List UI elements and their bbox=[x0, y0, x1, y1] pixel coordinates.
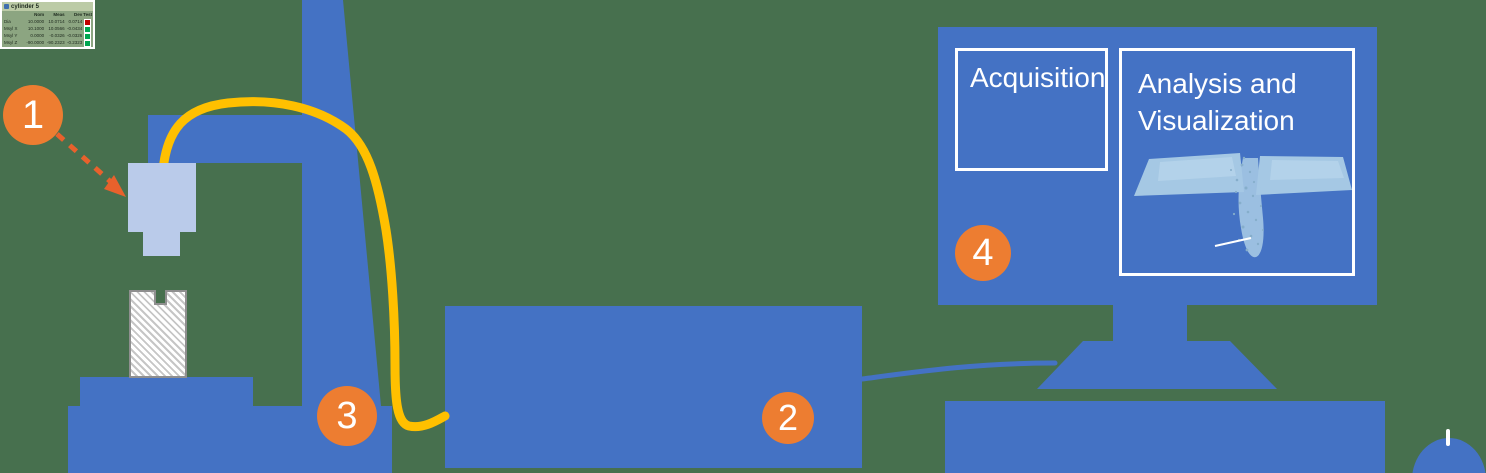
column-test: Test bbox=[83, 11, 93, 17]
pointer-arrow-head bbox=[104, 175, 126, 197]
measurement-row: Dia 10.0000 10.0714 0.0714 bbox=[2, 19, 93, 26]
surface-visualization bbox=[1134, 153, 1352, 258]
controller-box bbox=[445, 306, 862, 468]
badge-1-sensor: 1 bbox=[3, 85, 63, 145]
desk-block bbox=[945, 401, 1385, 473]
mouse-body bbox=[1412, 438, 1486, 473]
specimen-block bbox=[129, 290, 187, 378]
badge-3-stand: 3 bbox=[317, 386, 377, 446]
measurement-row: Msyl Z -90.0000 -90.2323 -0.2323 bbox=[2, 40, 93, 47]
data-cable bbox=[859, 360, 1058, 382]
sensor-body bbox=[128, 163, 196, 232]
acquisition-panel: Acquisition bbox=[955, 48, 1108, 171]
status-pass-indicator bbox=[84, 33, 92, 40]
measurement-row: Msyl X 10.1000 10.0566 -0.0434 bbox=[2, 26, 93, 33]
status-fail-indicator bbox=[84, 19, 92, 26]
badge-4-software: 4 bbox=[955, 225, 1011, 281]
column-dev: Dev bbox=[73, 11, 83, 17]
badge-3-label: 3 bbox=[336, 395, 358, 437]
monitor-foot bbox=[1037, 341, 1277, 389]
measurement-header-row: Nom Meas Dev Test bbox=[2, 11, 93, 19]
analysis-panel-title: Analysis and Visualization bbox=[1138, 68, 1297, 136]
measurement-row: Msyl Y 0.0000 -0.0326 -0.0326 bbox=[2, 33, 93, 40]
surface-left-wing-highlight bbox=[1158, 157, 1236, 181]
measurement-widget-title: cylinder 5 bbox=[11, 3, 40, 10]
column-nom: Nom bbox=[34, 11, 45, 17]
badge-1-label: 1 bbox=[21, 93, 45, 137]
sensor-tip bbox=[143, 232, 180, 256]
surface-hole-speckle bbox=[1230, 156, 1264, 252]
stand-upper-platform bbox=[80, 377, 253, 407]
badge-2-label: 2 bbox=[777, 397, 799, 438]
badge-4-label: 4 bbox=[972, 232, 994, 274]
measurement-widget-titlebar: cylinder 5 bbox=[2, 2, 93, 11]
measurement-widget: cylinder 5 Nom Meas Dev Test Dia 10.0000… bbox=[0, 0, 95, 49]
surface-hole bbox=[1238, 158, 1264, 258]
callout-line bbox=[1214, 237, 1252, 247]
status-pass-indicator bbox=[84, 26, 92, 33]
pointer-arrow-line bbox=[55, 132, 114, 185]
sensor-cable bbox=[158, 97, 450, 432]
monitor-neck bbox=[1113, 303, 1187, 343]
cylinder-icon bbox=[4, 4, 9, 9]
status-pass-indicator bbox=[84, 40, 92, 47]
mouse-wheel bbox=[1446, 429, 1450, 446]
specimen-notch bbox=[154, 290, 167, 305]
badge-2-controller: 2 bbox=[762, 392, 814, 444]
acquisition-panel-title: Acquisition bbox=[970, 62, 1106, 93]
column-meas: Meas bbox=[53, 11, 65, 17]
surface-right-wing-highlight bbox=[1270, 160, 1344, 180]
analysis-panel: Analysis and Visualization bbox=[1119, 48, 1355, 276]
stand-column bbox=[302, 0, 381, 406]
